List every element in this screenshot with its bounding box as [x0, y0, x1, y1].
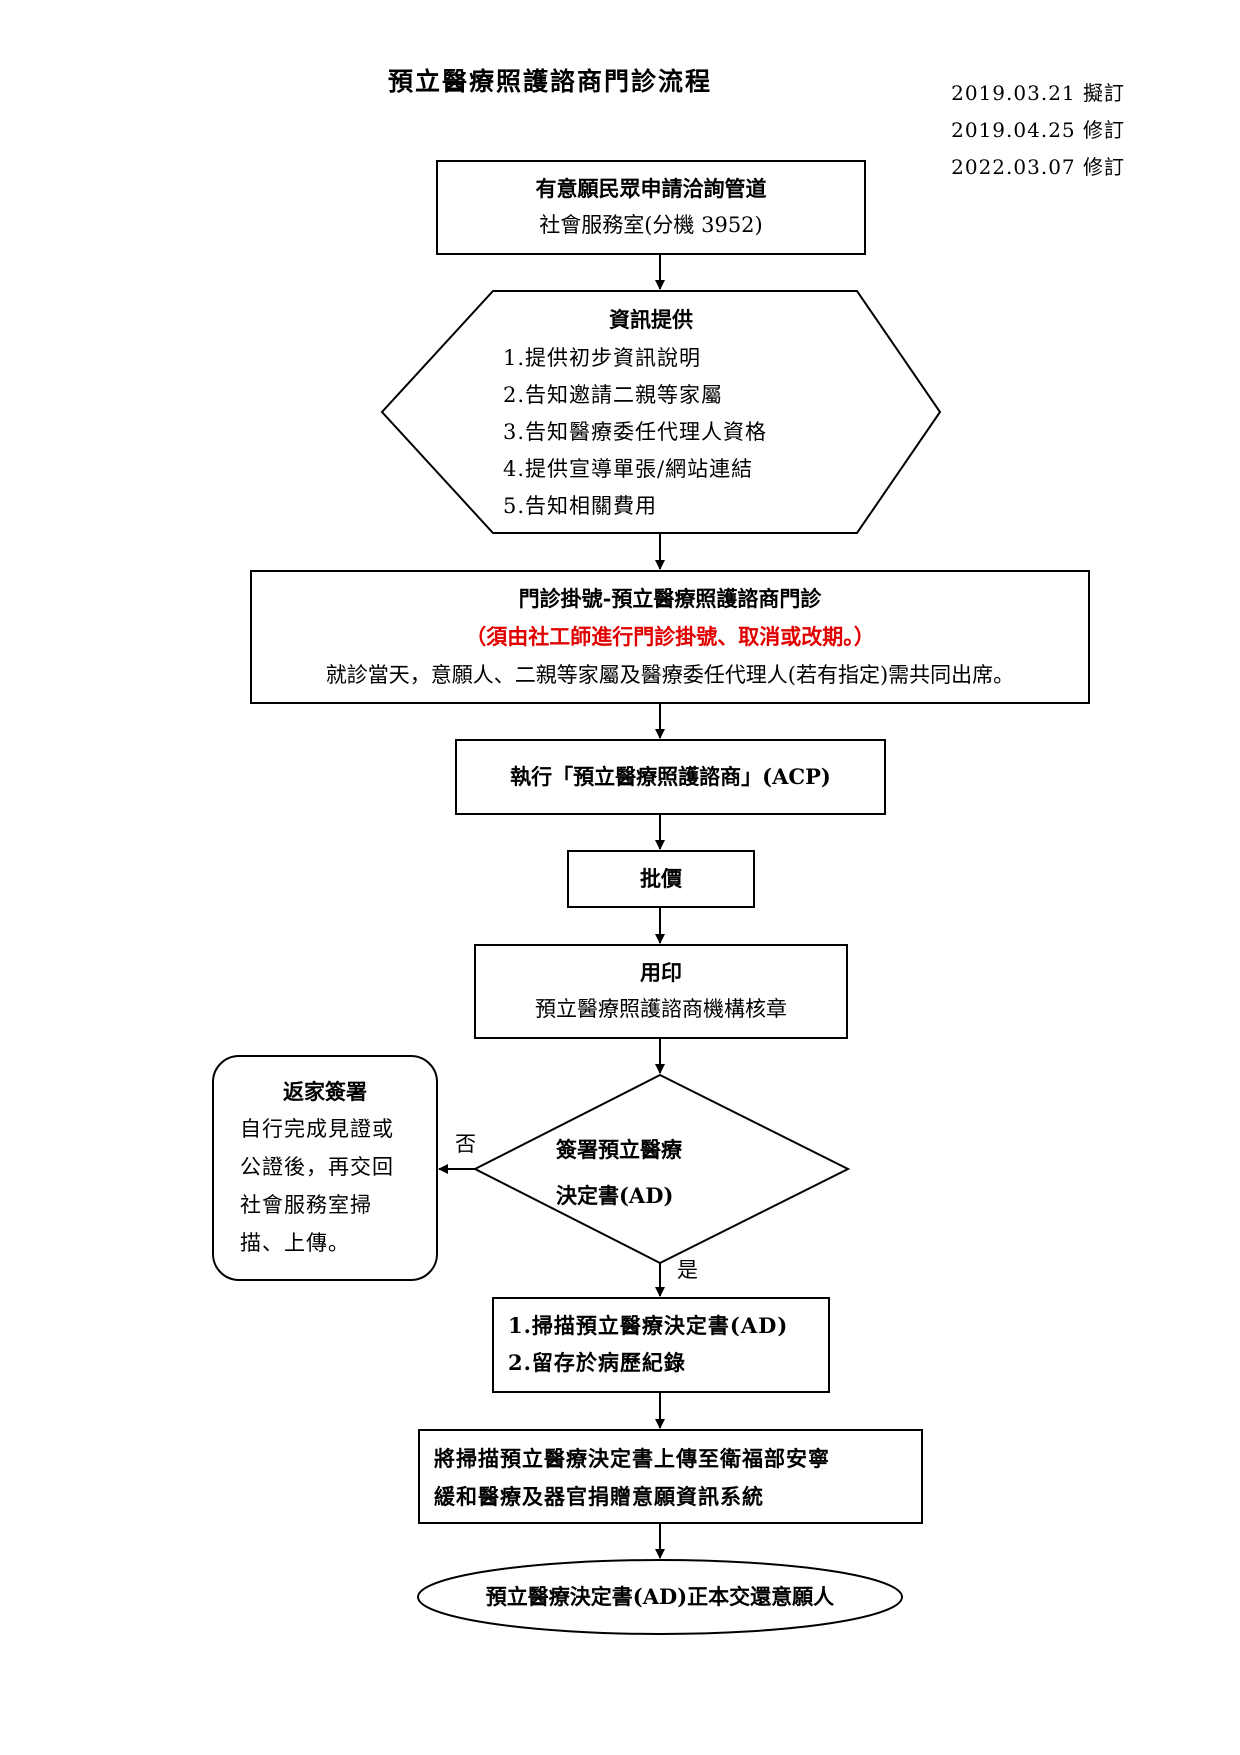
approve-heading: 批價	[640, 866, 682, 891]
home-line: 公證後，再交回	[240, 1155, 394, 1179]
upload-line: 緩和醫療及器官捐贈意願資訊系統	[434, 1484, 764, 1509]
info-list: 1.提供初步資訊說明 2.告知邀請二親等家屬 3.告知醫療委任代理人資格 4.提…	[503, 340, 863, 525]
info-heading: 資訊提供	[609, 307, 693, 332]
decision-line1: 簽署預立醫療	[556, 1137, 682, 1162]
scan-lines: 1.掃描預立醫療決定書(AD) 2.留存於病歷紀錄	[508, 1307, 828, 1381]
home-line: 社會服務室掃	[240, 1193, 372, 1217]
info-item: 2.告知邀請二親等家屬	[503, 383, 724, 407]
info-item: 4.提供宣導單張/網站連結	[503, 457, 754, 481]
info-hexagon	[380, 290, 942, 534]
clinic-note: （須由社工師進行門診掛號、取消或改期。）	[465, 624, 875, 649]
stamp-line: 預立醫療照護諮商機構核章	[535, 997, 787, 1021]
acp-heading: 執行「預立醫療照護諮商」(ACP)	[510, 764, 831, 789]
home-line: 自行完成見證或	[240, 1117, 394, 1141]
consult-line: 社會服務室(分機 3952)	[539, 213, 763, 237]
stamp-heading: 用印	[640, 960, 682, 985]
scan-line: 1.掃描預立醫療決定書(AD)	[508, 1313, 789, 1338]
clinic-box	[250, 570, 1090, 704]
clinic-text: 門診掛號-預立醫療照護諮商門診 （須由社工師進行門診掛號、取消或改期。） 就診當…	[251, 580, 1089, 694]
consult-text: 有意願民眾申請洽詢管道 社會服務室(分機 3952)	[437, 171, 865, 243]
home-line: 描、上傳。	[240, 1231, 350, 1255]
no-label: 否	[455, 1132, 476, 1156]
home-lines: 自行完成見證或 公證後，再交回 社會服務室掃 描、上傳。	[240, 1110, 430, 1262]
return-terminal	[417, 1559, 903, 1635]
consult-heading: 有意願民眾申請洽詢管道	[535, 176, 767, 201]
info-item: 5.告知相關費用	[503, 494, 658, 518]
clinic-heading: 門診掛號-預立醫療照護諮商門診	[518, 586, 822, 611]
scan-line: 2.留存於病歷紀錄	[508, 1350, 686, 1375]
upload-box	[418, 1429, 923, 1524]
decision-line2: 決定書(AD)	[556, 1183, 674, 1208]
yes-label: 是	[677, 1258, 698, 1282]
revision-date-2: 2019.04.25 修訂	[951, 118, 1125, 142]
page-title: 預立醫療照護諮商門診流程	[387, 67, 712, 96]
info-item: 1.提供初步資訊說明	[503, 346, 702, 370]
revision-date-1: 2019.03.21 擬訂	[951, 81, 1125, 105]
stamp-text: 用印 預立醫療照護諮商機構核章	[475, 955, 847, 1027]
home-box	[212, 1055, 438, 1281]
acp-box	[455, 739, 886, 815]
home-heading: 返家簽署	[283, 1079, 367, 1104]
upload-lines: 將掃描預立醫療決定書上傳至衛福部安寧 緩和醫療及器官捐贈意願資訊系統	[434, 1440, 920, 1516]
return-heading: 預立醫療決定書(AD)正本交還意願人	[485, 1584, 835, 1609]
decision-text: 簽署預立醫療 決定書(AD)	[556, 1127, 776, 1219]
consult-box	[436, 160, 866, 255]
upload-line: 將掃描預立醫療決定書上傳至衛福部安寧	[434, 1446, 830, 1471]
info-item: 3.告知醫療委任代理人資格	[503, 420, 768, 444]
clinic-line: 就診當天，意願人、二親等家屬及醫療委任代理人(若有指定)需共同出席。	[325, 663, 1015, 687]
revision-date-3: 2022.03.07 修訂	[951, 155, 1125, 179]
